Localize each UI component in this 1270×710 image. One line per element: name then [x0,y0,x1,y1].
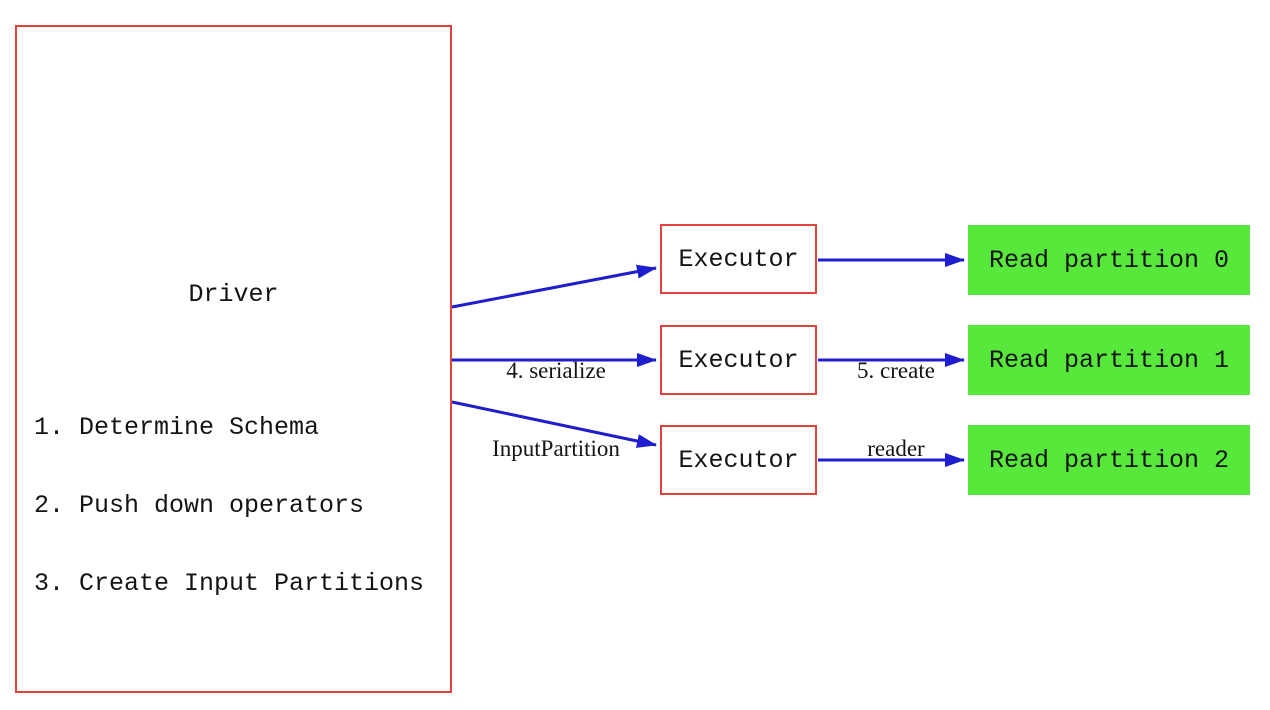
executor-node-1: Executor [660,224,817,294]
edge-label-line: 5. create [857,358,935,383]
executor-label: Executor [678,445,799,475]
read-partition-label: Read partition 2 [988,445,1230,475]
driver-title: Driver [188,280,279,309]
executor-node-3: Executor [660,425,817,495]
executor-label: Executor [678,244,799,274]
edge-label-serialize-inputpartition: 4. serialize InputPartition [446,306,666,514]
driver-step-2: 2. Push down operators [34,491,365,520]
read-partition-label: Read partition 1 [988,345,1230,375]
driver-steps-list: 1. Determine Schema 2. Push down operato… [34,363,424,649]
executor-node-2: Executor [660,325,817,395]
read-partition-node-0: Read partition 0 [968,225,1250,295]
read-partition-node-2: Read partition 2 [968,425,1250,495]
arrow-driver-to-executor-1 [451,264,657,309]
edge-label-create-reader: 5. create reader [786,306,1006,514]
driver-node: Driver 1. Determine Schema 2. Push down … [15,25,452,693]
read-partition-label: Read partition 0 [988,245,1230,275]
driver-step-1: 1. Determine Schema [34,413,320,442]
edge-label-line: InputPartition [492,436,620,461]
driver-step-3: 3. Create Input Partitions [34,569,425,598]
read-partition-node-1: Read partition 1 [968,325,1250,395]
edge-label-line: reader [867,436,925,461]
edge-label-line: 4. serialize [506,358,606,383]
executor-label: Executor [678,345,799,375]
